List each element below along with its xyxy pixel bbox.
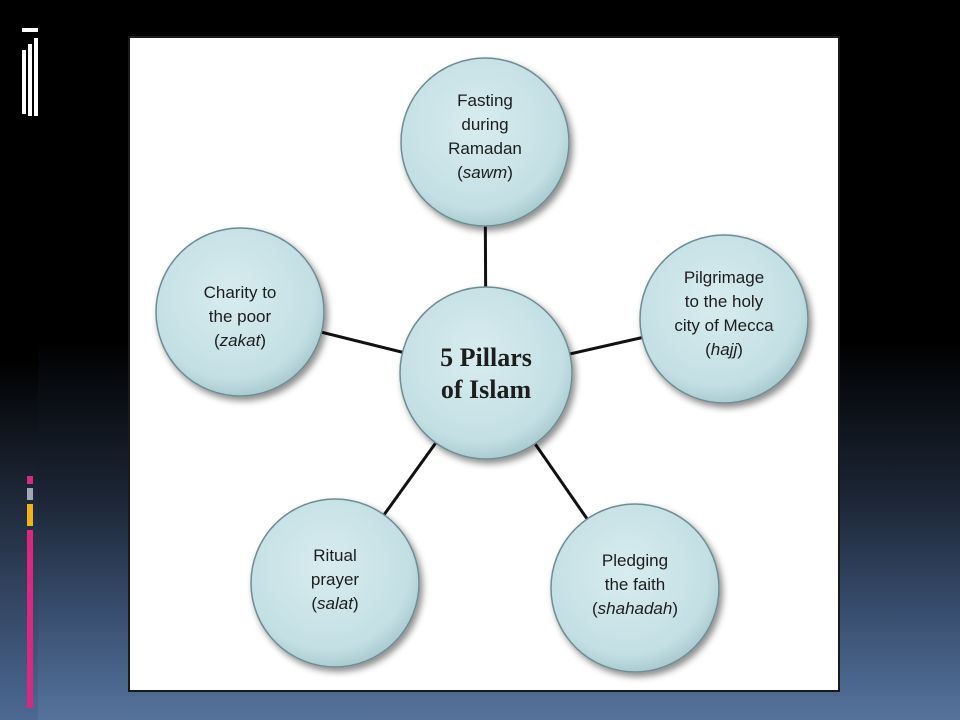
center-label-line-2: of Islam (441, 375, 532, 404)
slide-accent-pink-1 (27, 476, 33, 484)
pillar-salat-line-1: Ritual (313, 546, 356, 565)
pillar-circle-shahadah (550, 503, 720, 673)
pillar-circle-sawm (400, 57, 570, 227)
pillar-shahadah-term: (shahadah) (592, 599, 678, 618)
pillar-sawm-line-2: during (461, 115, 508, 134)
pillar-hajj-line-2: to the holy (685, 292, 764, 311)
pillar-sawm-line-3: Ramadan (448, 139, 522, 158)
center-label-line-1: 5 Pillars (440, 343, 532, 372)
pillar-node-zakat: Charity to the poor (zakat) (155, 227, 325, 397)
slide-accent-white-3 (34, 38, 38, 116)
slide-accent-gray (27, 488, 33, 500)
pillars-diagram: 5 Pillars of Islam Fasting during Ramada… (155, 57, 809, 673)
pillar-circle-salat (250, 498, 420, 668)
pillar-zakat-term-word: zakat (219, 331, 262, 350)
pillar-circle-zakat (155, 227, 325, 397)
pillar-hajj-line-3: city of Mecca (674, 316, 774, 335)
pillar-hajj-term-word: hajj (711, 340, 739, 359)
center-node: 5 Pillars of Islam (399, 286, 573, 460)
slide-accent-white-2 (28, 44, 32, 116)
center-circle (399, 286, 573, 460)
diagram-frame: 5 Pillars of Islam Fasting during Ramada… (128, 36, 840, 692)
pillar-shahadah-line-2: the faith (605, 575, 666, 594)
pillar-zakat-line-1: Charity to (204, 283, 277, 302)
pillar-zakat-line-2: the poor (209, 307, 272, 326)
pillar-sawm-line-1: Fasting (457, 91, 513, 110)
pillar-hajj-line-1: Pilgrimage (684, 268, 764, 287)
slide-accent-amber (27, 504, 33, 526)
pillar-sawm-term: (sawm) (457, 163, 513, 182)
pillar-node-sawm: Fasting during Ramadan (sawm) (400, 57, 570, 227)
pillar-shahadah-term-word: shahadah (598, 599, 673, 618)
pillar-circle-hajj (639, 234, 809, 404)
pillar-node-shahadah: Pledging the faith (shahadah) (550, 503, 720, 673)
slide-accent-pink-2 (27, 530, 33, 708)
pillar-salat-term-word: salat (317, 594, 354, 613)
pillar-node-salat: Ritual prayer (salat) (250, 498, 420, 668)
pillar-salat-line-2: prayer (311, 570, 360, 589)
pillar-node-hajj: Pilgrimage to the holy city of Mecca (ha… (639, 234, 809, 404)
pillar-zakat-term: (zakat) (214, 331, 266, 350)
slide-accent-white-4 (22, 28, 38, 32)
pillar-shahadah-line-1: Pledging (602, 551, 668, 570)
pillar-salat-term: (salat) (311, 594, 358, 613)
pillar-sawm-term-word: sawm (463, 163, 507, 182)
pillar-hajj-term: (hajj) (705, 340, 743, 359)
slide-accent-white-1 (22, 50, 26, 114)
